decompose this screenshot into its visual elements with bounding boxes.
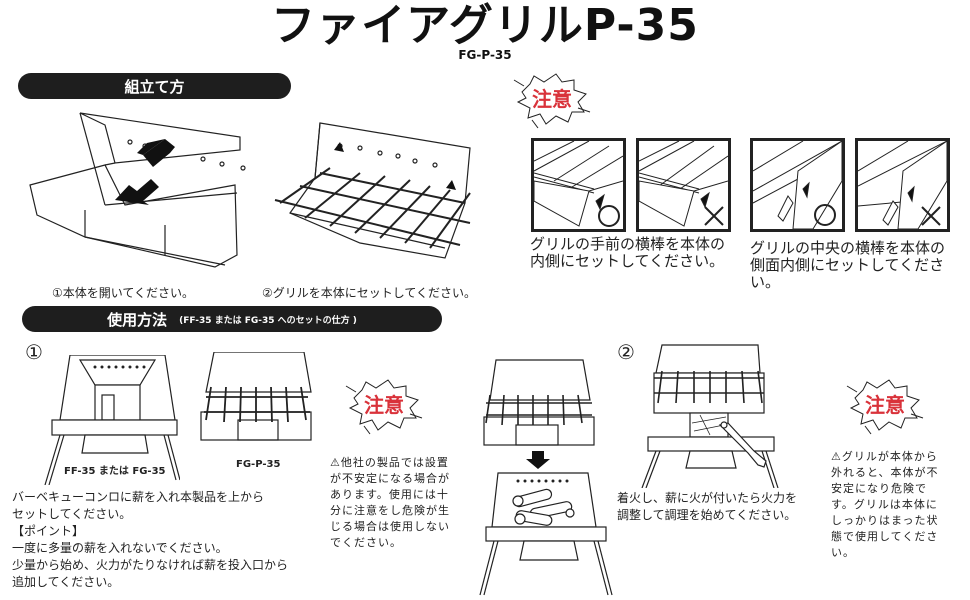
assembly-step-1-caption: ①本体を開いてください。 (52, 286, 195, 300)
caution-line: じる場合は使用しない (330, 520, 450, 533)
caution-line: しっかりはまった状 (831, 514, 939, 527)
caution-note-center: グリルの中央の横棒を本体の 側面内側にセットしてくださ い。 (750, 240, 945, 291)
svg-text:注意: 注意 (364, 393, 404, 417)
assembly-section-header: 組立て方 (18, 73, 291, 99)
caution-panel-front-correct (531, 138, 626, 232)
model-label-fgp35: FG-P-35 (236, 459, 281, 470)
instruction-line: 調整して調理を始めてください。 (617, 508, 797, 522)
caution-panel-center-correct (750, 138, 845, 232)
instruction-line: セットしてください。 (12, 507, 132, 521)
usage-section-note: (FF-35 または FG-35 へのセットの仕方 ) (179, 315, 357, 326)
caution-line: い。 (831, 546, 855, 559)
illustration-ignite (640, 343, 780, 488)
caution-line: でください。 (330, 536, 402, 549)
usage-step-1-instructions: バーベキューコンロに薪を入れ本製品を上から セットしてください。 【ポイント】 … (12, 489, 288, 591)
assembly-step-2-caption: ②グリルを本体にセットしてください。 (262, 286, 477, 300)
caution-badge-step-2: 注意 (845, 378, 925, 436)
usage-step-2-instructions: 着火し、薪に火が付いたら火力を 調整して調理を始めてください。 (617, 490, 797, 524)
caution-note-center-line1: グリルの中央の横棒を本体の (750, 239, 946, 257)
caution-text-step-2: ⚠グリルが本体から 外れると、本体が不 安定になり危険で す。グリルは本体に し… (831, 449, 939, 561)
instruction-line: 着火し、薪に火が付いたら火力を (617, 491, 798, 505)
usage-section-header: 使用方法 (FF-35 または FG-35 へのセットの仕方 ) (22, 306, 442, 332)
svg-text:注意: 注意 (865, 393, 905, 417)
model-code: FG-P-35 (458, 48, 512, 62)
instruction-line: 追加してください。 (12, 575, 120, 589)
caution-line: が不安定になる場合が (330, 472, 450, 485)
instruction-line: バーベキューコンロに薪を入れ本製品を上から (12, 490, 265, 504)
usage-section-label: 使用方法 (107, 310, 168, 329)
caution-note-center-line3: い。 (750, 273, 781, 291)
instruction-point-heading: 【ポイント】 (12, 524, 85, 538)
caution-note-front: グリルの手前の横棒を本体の 内側にセットしてください。 (530, 236, 725, 270)
caution-badge-step-1: 注意 (344, 378, 424, 436)
caution-line: 外れると、本体が不 (831, 466, 939, 479)
caution-line: ⚠グリルが本体から (831, 450, 938, 463)
caution-note-center-line2: 側面内側にセットしてくださ (750, 256, 945, 274)
caution-line: 安定になり危険で (831, 482, 927, 495)
illustration-open-body (25, 105, 255, 275)
illustration-grill-onto-stove (478, 355, 618, 600)
illustration-grill-product (196, 352, 316, 442)
caution-line: す。グリルは本体に (831, 498, 938, 511)
svg-text:注意: 注意 (532, 87, 572, 111)
assembly-section-label: 組立て方 (124, 77, 185, 96)
instruction-line: 一度に多量の薪を入れないでください。 (12, 541, 228, 555)
caution-line: ⚠他社の製品では設置 (330, 456, 449, 469)
caution-line: 分に注意をし危険が生 (330, 504, 450, 517)
caution-line: 態で使用してくださ (831, 530, 939, 543)
caution-note-front-line1: グリルの手前の横棒を本体の (530, 235, 726, 253)
caution-panel-center-incorrect (855, 138, 950, 232)
usage-step-1-number: ① (25, 340, 43, 364)
illustration-set-grill (260, 118, 490, 273)
caution-text-step-1: ⚠他社の製品では設置 が不安定になる場合が あります。使用には十 分に注意をし危… (330, 455, 450, 551)
caution-panel-front-incorrect (636, 138, 731, 232)
instruction-line: 少量から始め、火力がたりなければ薪を投入口から (12, 558, 289, 572)
illustration-stove (40, 355, 180, 485)
caution-badge-top: 注意 (512, 72, 592, 130)
model-label-ff35-fg35: FF-35 または FG-35 (64, 466, 166, 477)
caution-note-front-line2: 内側にセットしてください。 (530, 252, 725, 270)
usage-step-2-number: ② (617, 340, 635, 364)
product-title: ファイアグリルP-35 (271, 0, 699, 51)
caution-line: あります。使用には十 (330, 488, 449, 501)
